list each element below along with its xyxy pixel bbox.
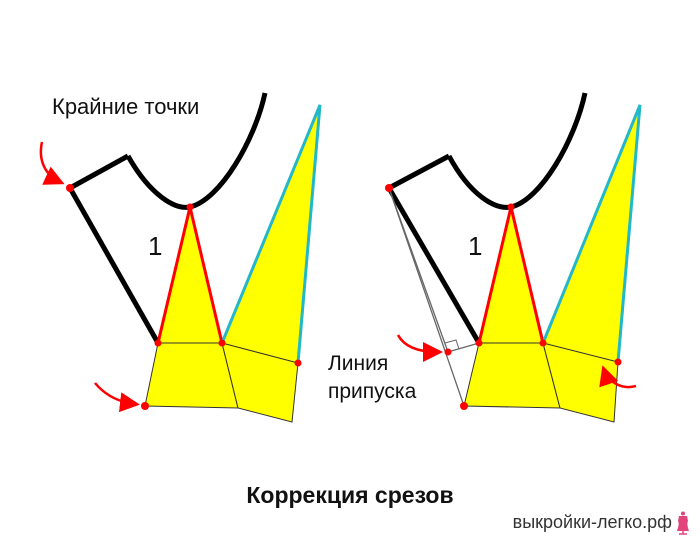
right-point-apex (507, 203, 515, 211)
seam-allowance-label-line-2: припуска (328, 380, 417, 403)
left-dart-fill (158, 207, 222, 343)
left-arrow-top-icon (39, 141, 65, 185)
right-arrow-side-icon (599, 365, 637, 389)
right-point-dartbase (475, 339, 483, 347)
left-pattern-piece: 1 (39, 92, 322, 423)
right-arrow-allowance-icon (396, 334, 443, 362)
right-allowance-perpendicular (447, 342, 480, 353)
right-fold-line (541, 104, 642, 363)
right-waist-seam-2 (542, 342, 619, 363)
right-point-allowance (444, 348, 452, 356)
diagram-caption: Коррекция срезов (246, 482, 454, 508)
left-waist-seam-2 (221, 342, 299, 364)
left-fold-line (220, 104, 322, 364)
right-pattern-piece: 1 (385, 92, 642, 423)
right-point-bottom (460, 402, 468, 410)
left-outline (68, 153, 130, 191)
right-piece-number: 1 (468, 231, 482, 261)
left-point-bottom (141, 402, 149, 410)
seam-allowance-label: Линия припуска (328, 350, 416, 406)
left-point-top (66, 184, 74, 192)
right-point-side (614, 358, 622, 366)
left-point-waist (218, 339, 226, 347)
right-allowance-line-2 (388, 187, 449, 353)
left-point-dartbase (154, 339, 162, 347)
right-point-top (385, 184, 393, 192)
right-side-line (386, 186, 482, 345)
right-angle-mark (444, 339, 460, 350)
left-side-line (67, 186, 161, 345)
right-point-waist (539, 339, 547, 347)
left-point-apex (186, 203, 194, 211)
extreme-points-label: Крайние точки (52, 94, 200, 119)
right-outline (387, 153, 451, 191)
left-piece-number: 1 (148, 231, 162, 261)
left-armhole-curve (125, 92, 268, 210)
left-arrow-bottom-icon (94, 382, 140, 413)
left-point-side (294, 359, 302, 367)
seam-allowance-label-line-1: Линия (328, 352, 389, 375)
right-dart-fill (479, 207, 543, 343)
dress-form-icon (677, 511, 689, 535)
site-watermark: выкройки-легко.рф (512, 512, 672, 532)
right-armhole-curve (446, 92, 588, 210)
